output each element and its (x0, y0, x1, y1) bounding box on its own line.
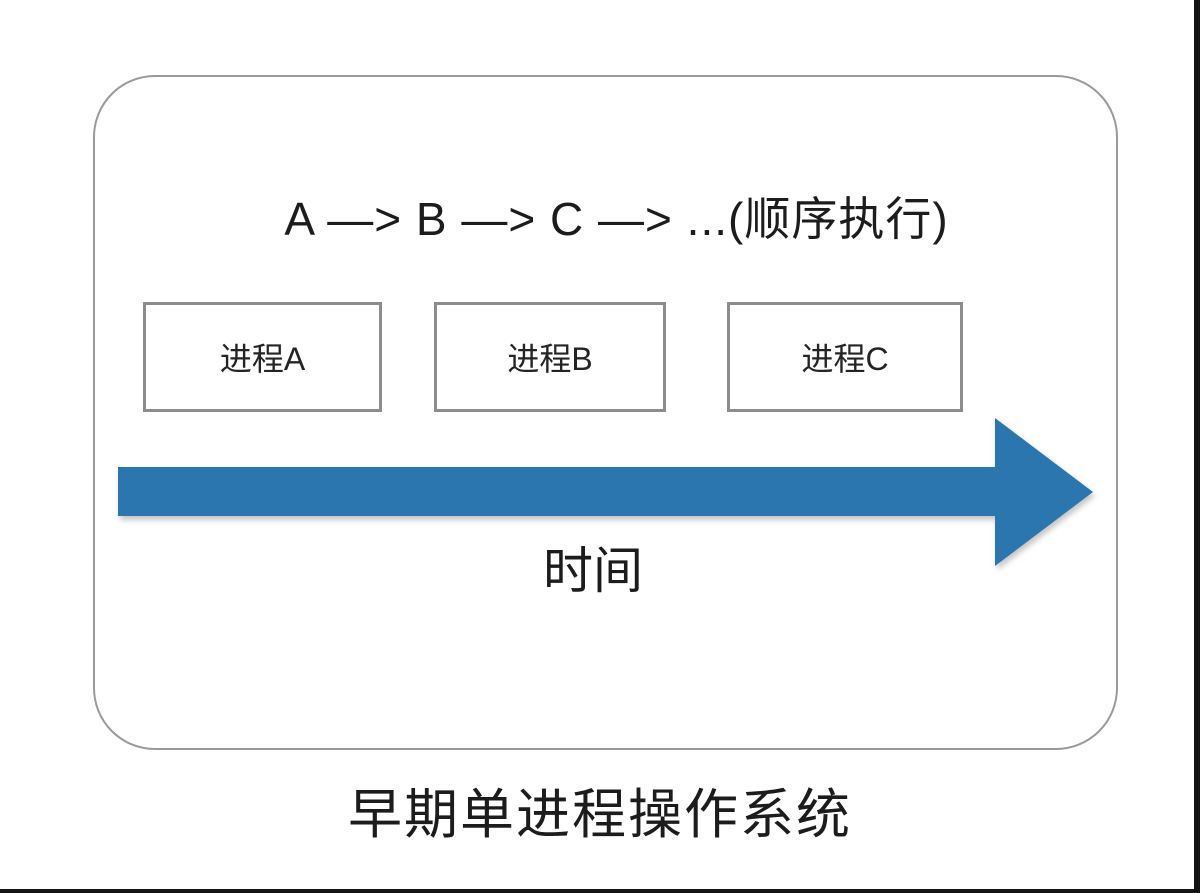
process-b-label: 进程B (507, 341, 593, 377)
process-c-box: 进程C (727, 302, 963, 412)
process-c-label: 进程C (801, 341, 889, 377)
process-b-box: 进程B (434, 302, 666, 412)
time-axis-label: 时间 (543, 543, 643, 599)
process-a-label: 进程A (219, 341, 306, 377)
sequence-execution-text: A —> B —> C —> ...(顺序执行) (284, 193, 949, 245)
scan-edge-right (1194, 0, 1200, 893)
timeline-arrow-head-icon (995, 418, 1093, 566)
diagram-container (93, 75, 1118, 750)
figure-caption: 早期单进程操作系统 (348, 785, 852, 845)
scan-edge-bottom (0, 889, 1200, 893)
timeline-arrow-shaft (118, 467, 995, 516)
process-a-box: 进程A (143, 302, 382, 412)
